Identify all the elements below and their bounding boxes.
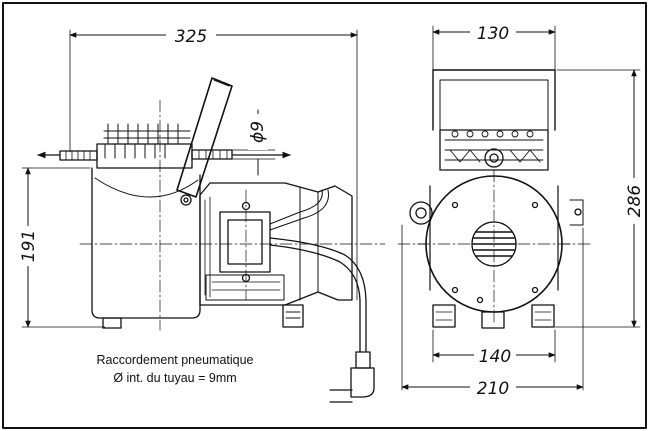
dim-label-140: 140	[479, 347, 511, 367]
dim-label-325: 325	[175, 27, 207, 47]
dim-label-130: 130	[477, 24, 509, 44]
side-boss-left	[409, 201, 433, 225]
caption-line-2: Ø int. du tuyau = 9mm	[113, 371, 237, 385]
caption-line-1: Raccordement pneumatique	[96, 353, 254, 367]
extension-lines	[21, 29, 358, 328]
power-plug	[329, 351, 375, 403]
dim-label-210: 210	[477, 379, 509, 399]
dim-label-286: 286	[625, 185, 645, 218]
pump-foot-left	[102, 317, 122, 329]
front-feet	[432, 304, 555, 329]
inlet-nozzle	[59, 150, 98, 161]
pump-housing	[91, 167, 201, 319]
motor-shroud	[429, 185, 559, 291]
head-fins	[103, 123, 191, 159]
dim-label-phi9: ϕ9	[248, 121, 268, 143]
outlet-nozzle	[191, 149, 233, 160]
terminal-box	[219, 211, 271, 273]
centre-lines	[79, 99, 386, 331]
side-view	[21, 29, 386, 403]
motor	[199, 182, 353, 306]
front-view	[397, 25, 641, 391]
handle-frame	[432, 69, 556, 131]
front-port	[484, 148, 504, 168]
power-cable	[269, 189, 367, 353]
dim-label-191: 191	[19, 230, 39, 262]
carry-handle	[176, 77, 233, 206]
pump-foot-right	[282, 304, 304, 328]
